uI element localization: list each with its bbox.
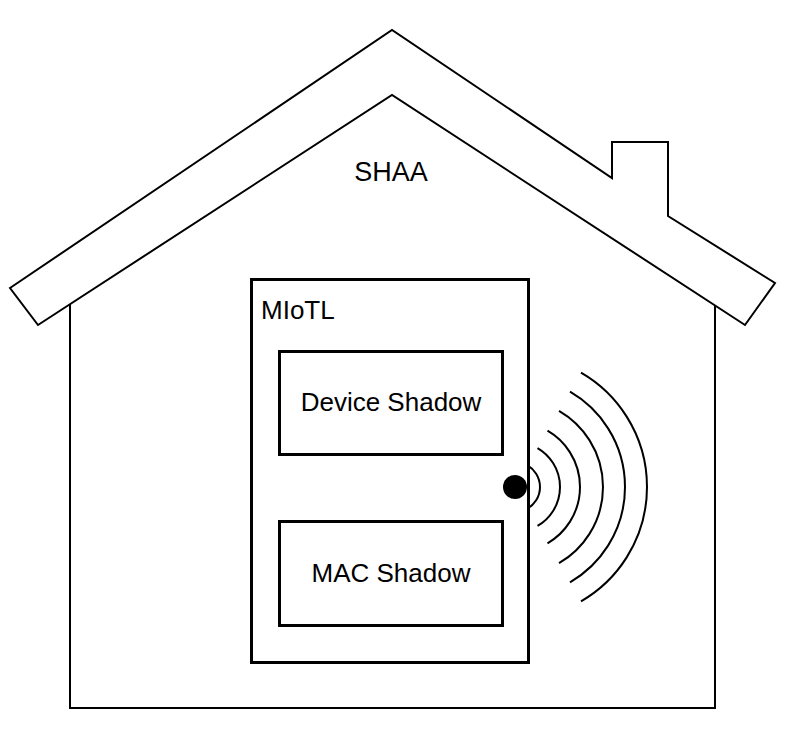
house-label: SHAA <box>354 156 428 188</box>
shadow-box: MAC Shadow <box>278 520 504 627</box>
door-box: MIoTL Device ShadowMAC Shadow <box>250 278 530 664</box>
box-label: Device Shadow <box>301 387 482 418</box>
component-label: MIoTL <box>261 295 335 326</box>
signal-arc <box>559 411 603 563</box>
signal-arc <box>538 448 560 526</box>
shadow-box: Device Shadow <box>278 350 504 456</box>
signal-arc <box>581 373 647 602</box>
signal-arcs <box>528 373 647 602</box>
door-knob <box>503 475 527 499</box>
signal-arc <box>570 392 625 583</box>
box-label: MAC Shadow <box>312 558 471 589</box>
house-walls <box>70 304 715 708</box>
signal-arc <box>548 431 580 544</box>
